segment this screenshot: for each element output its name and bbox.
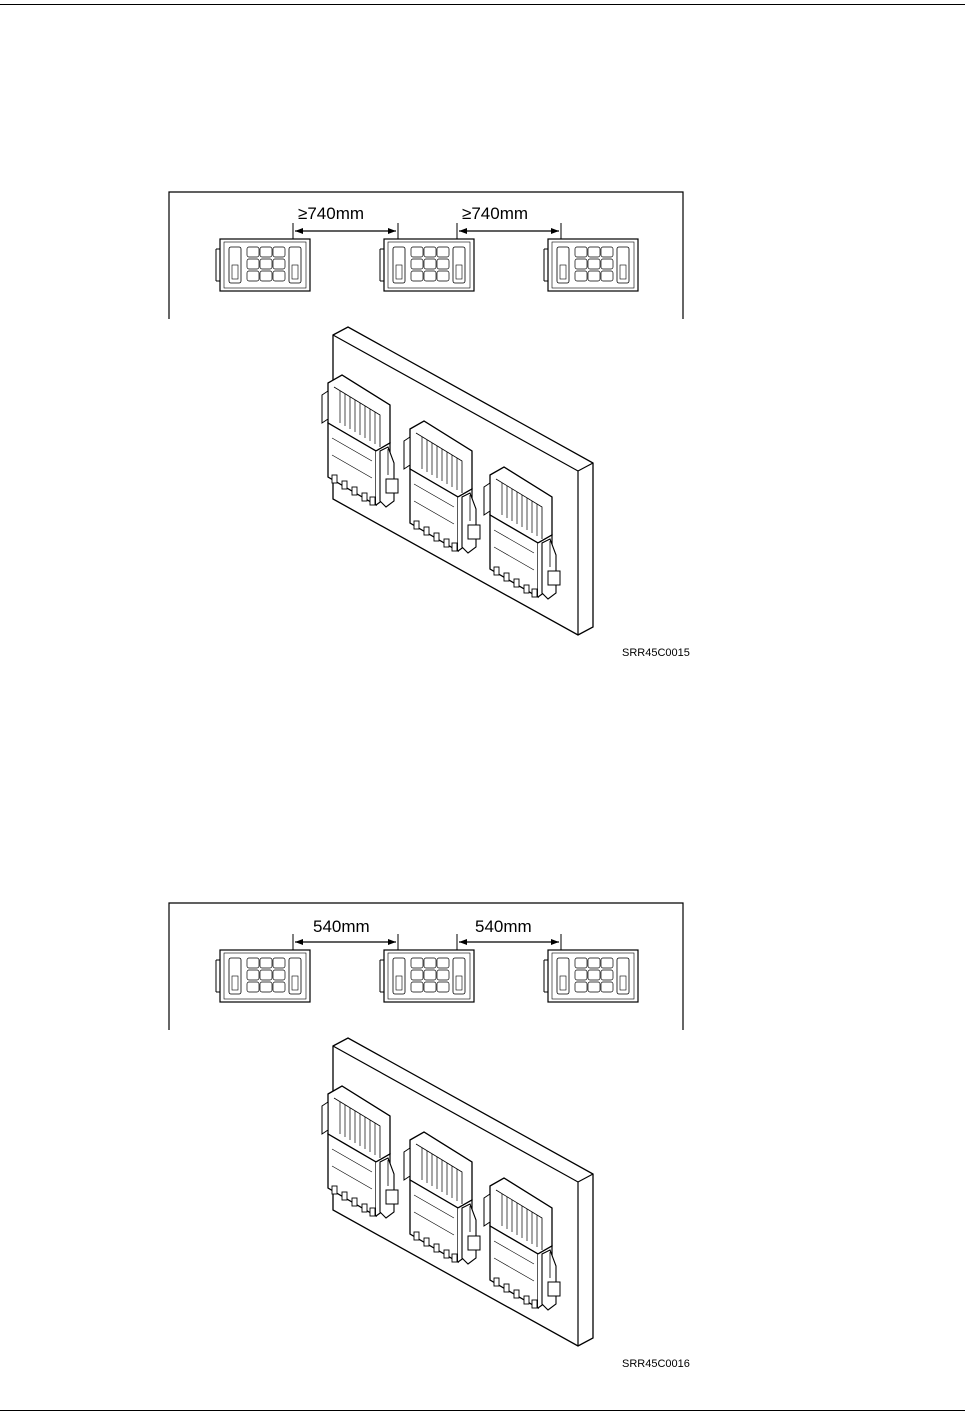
dimension-left-label: 540mm — [313, 917, 370, 936]
dimension-left-label: ≥740mm — [298, 204, 364, 223]
header-rule — [0, 4, 965, 5]
figure-code: SRR45C0015 — [622, 647, 690, 659]
figure-2: 540mm 540mm SRR45C0016 — [168, 896, 703, 1376]
dimension-right-label: 540mm — [475, 917, 532, 936]
figure-1-drawing: ≥740mm ≥740mm SRR45C0015 — [168, 185, 703, 665]
figure-code: SRR45C0016 — [622, 1358, 690, 1370]
footer-rule — [0, 1410, 965, 1411]
figure-1: ≥740mm ≥740mm SRR45C0015 — [168, 185, 703, 665]
figure-2-drawing: 540mm 540mm SRR45C0016 — [168, 896, 703, 1376]
dimension-right-label: ≥740mm — [462, 204, 528, 223]
